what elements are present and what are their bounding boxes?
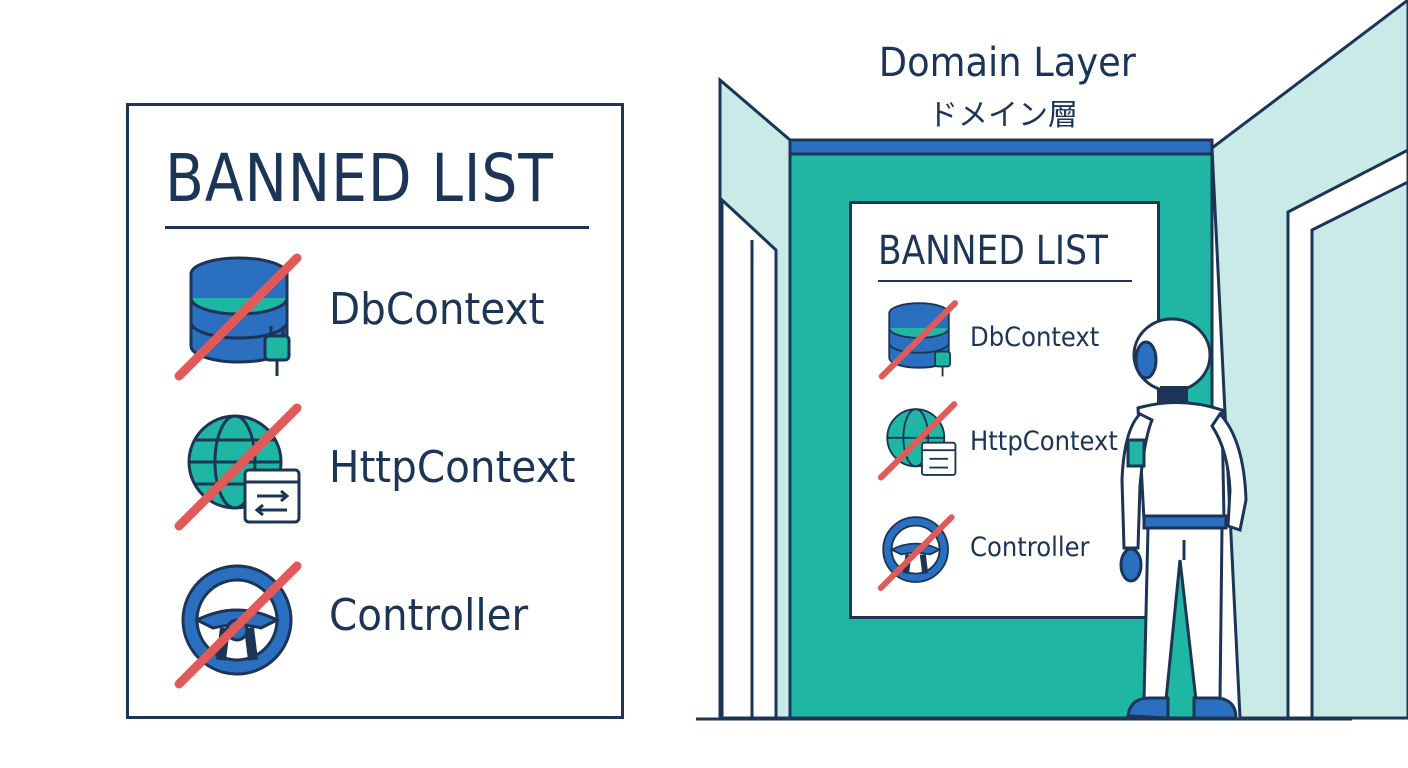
ceiling-band — [788, 138, 1214, 156]
robot-icon — [1119, 317, 1248, 720]
right-door-inner — [1310, 180, 1408, 720]
database-plug-icon — [174, 253, 302, 381]
steering-wheel-icon — [174, 561, 302, 689]
inner-item-httpcontext: HttpContext — [970, 426, 1118, 457]
globe-browser-icon — [174, 403, 302, 531]
inner-item-controller: Controller — [970, 532, 1090, 563]
banned-item-controller: Controller — [329, 590, 529, 641]
banned-item-httpcontext: HttpContext — [329, 442, 576, 493]
banned-list-title: BANNED LIST — [165, 140, 554, 217]
inner-title-underline — [878, 280, 1132, 282]
database-plug-icon — [878, 300, 959, 380]
globe-browser-icon — [877, 401, 958, 481]
inner-panel-icons — [877, 300, 959, 592]
inner-banned-list-title: BANNED LIST — [878, 228, 1108, 274]
steering-wheel-icon — [877, 514, 955, 592]
inner-item-dbcontext: DbContext — [970, 322, 1100, 353]
domain-layer-label: Domain Layer — [878, 40, 1136, 86]
banned-item-dbcontext: DbContext — [329, 284, 545, 335]
inner-banned-list-panel: BANNED LIST DbContext HttpContext Contro… — [849, 201, 1160, 619]
title-underline — [165, 226, 589, 229]
left-panel-icons — [174, 253, 302, 689]
domain-layer-label-ja: ドメイン層 — [928, 98, 1078, 133]
banned-list-panel: BANNED LIST DbContext HttpContext Contro… — [126, 103, 624, 719]
